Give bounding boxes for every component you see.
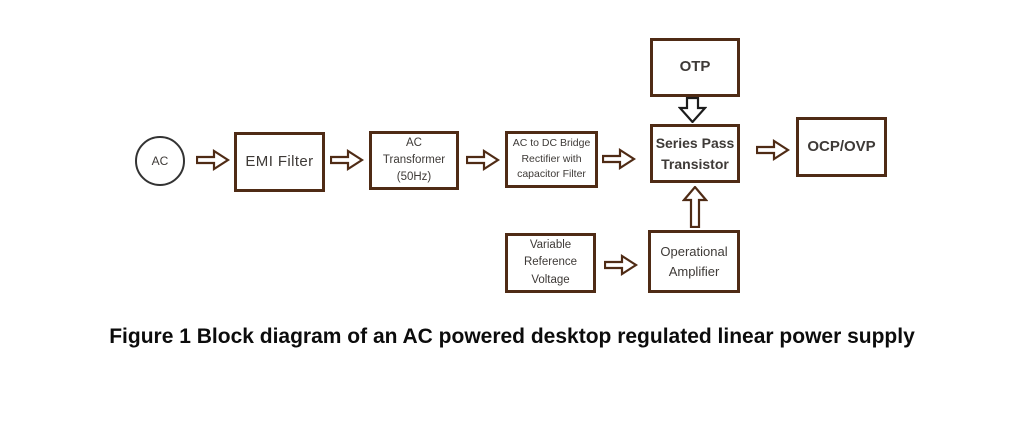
flow-arrow-right-icon (466, 148, 500, 172)
node-label: OCP/OVP (807, 137, 876, 155)
flow-arrow-right-icon (604, 253, 638, 277)
node-label: Series Pass Transistor (655, 134, 735, 172)
node-series-pass-transistor: Series Pass Transistor (650, 124, 740, 183)
flow-arrow-right-icon (330, 148, 364, 172)
node-operational-amplifier: Operational Amplifier (648, 230, 740, 293)
node-variable-reference-voltage: Variable Reference Voltage (505, 233, 596, 293)
flow-arrow-down-icon (678, 97, 707, 123)
node-label: Operational Amplifier (660, 244, 728, 279)
node-label: Variable Reference Voltage (523, 239, 578, 286)
flow-arrow-up-icon (682, 186, 708, 228)
node-label: AC Transformer (50Hz) (382, 136, 446, 184)
node-ac-source: AC (135, 136, 185, 186)
node-ac-transformer: AC Transformer (50Hz) (369, 131, 459, 190)
node-ocp-ovp: OCP/OVP (796, 117, 887, 177)
node-label: EMI Filter (245, 152, 314, 170)
node-label: AC (151, 154, 169, 168)
node-label: OTP (679, 58, 711, 76)
flow-arrow-right-icon (196, 148, 230, 172)
node-label: AC to DC Bridge Rectifier with capacitor… (512, 136, 591, 181)
flow-arrow-right-icon (602, 147, 636, 171)
node-bridge-rectifier: AC to DC Bridge Rectifier with capacitor… (505, 131, 598, 188)
flow-arrow-right-icon (756, 138, 790, 162)
node-emi-filter: EMI Filter (234, 132, 325, 192)
node-otp: OTP (650, 38, 740, 97)
figure-caption: Figure 1 Block diagram of an AC powered … (109, 325, 915, 348)
